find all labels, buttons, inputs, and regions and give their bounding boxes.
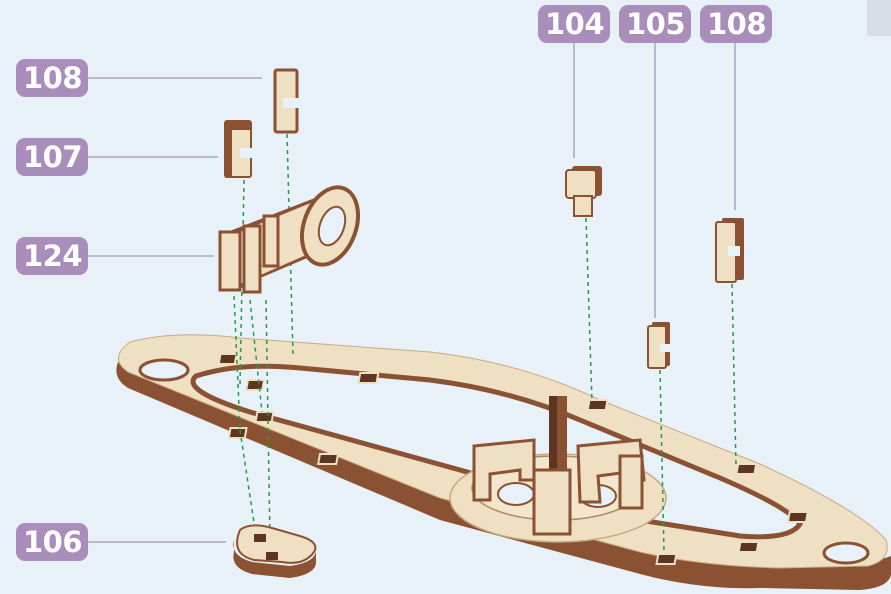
key-bit-1 [220,232,240,290]
part-106-slot-1 [254,534,266,542]
slot [219,354,237,364]
label-105: 105 [619,5,691,43]
slot [318,454,338,464]
slot [788,512,808,522]
part-104 [566,166,602,216]
label-106: 106 [16,523,88,561]
part-106-slot-2 [266,552,278,560]
slot [739,542,759,552]
label-108-top: 108 [16,59,88,97]
slot [256,412,274,422]
part-104-stem [574,196,592,216]
hub-clamp-side [620,456,642,508]
part-107 [224,120,254,178]
part-106 [233,525,316,578]
hub-clamp-front [534,470,570,534]
slot [229,428,247,438]
guide [240,430,256,536]
part-107-notch [240,148,254,158]
part-105-notch [660,344,670,352]
part-105 [648,322,670,368]
part-108-right-notch [728,246,740,256]
base-hole-right [824,543,868,563]
key-bit-2 [244,226,260,292]
label-124: 124 [16,237,88,275]
slot [246,380,264,390]
part-108-top-notch [283,98,301,108]
label-108-right: 108 [700,5,772,43]
hub-hole-left [498,483,534,505]
part-108-top [275,70,301,132]
slot [736,464,756,474]
part-104-face [566,170,596,198]
label-104: 104 [538,5,610,43]
base-hole-left [140,360,188,380]
guide [586,218,592,402]
key-bit-3 [264,216,278,266]
part-124-key [220,180,368,292]
part-108-right [716,218,744,282]
slot [358,373,378,383]
slot [588,400,608,410]
guide [732,284,736,466]
label-107: 107 [16,138,88,176]
slot [657,554,677,564]
